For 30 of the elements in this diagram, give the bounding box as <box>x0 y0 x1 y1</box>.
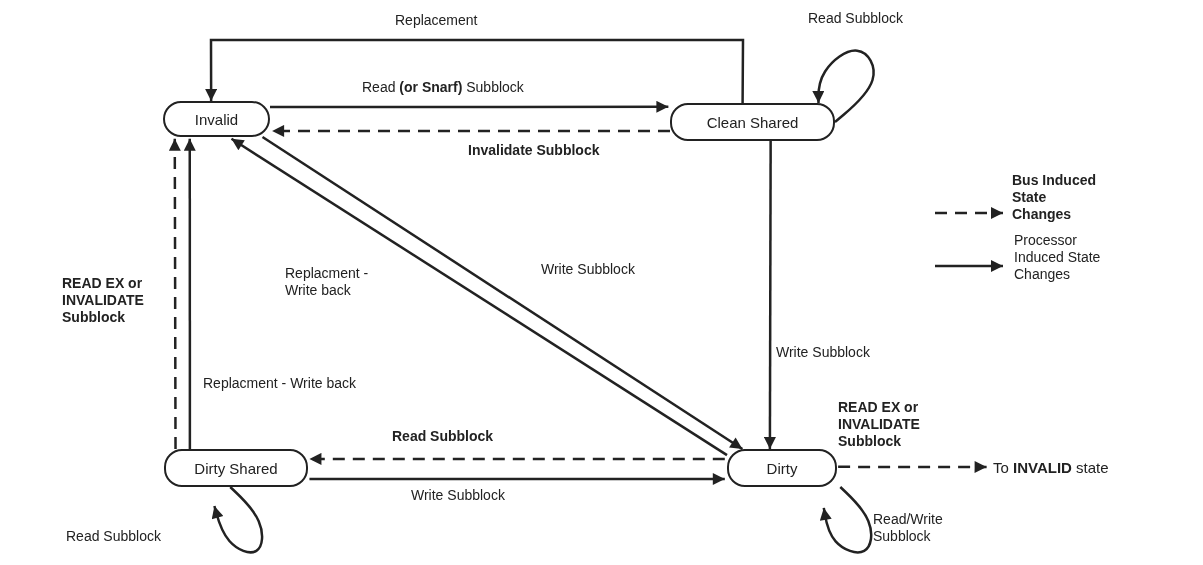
state-box <box>727 449 837 487</box>
transition-arrow <box>205 38 745 103</box>
transition-arrow <box>838 461 987 473</box>
state-name: Dirty Shared <box>194 459 278 477</box>
target-state-text: To INVALID state <box>993 458 1109 476</box>
edge-label: Replacment - Write back <box>203 375 356 392</box>
edge-label: Read/Write Subblock <box>873 511 944 545</box>
state-box <box>670 103 835 141</box>
state-name: Clean Shared <box>706 113 799 131</box>
edge-label: READ EX or INVALIDATE Subblock <box>62 275 145 326</box>
transition-arrow <box>272 124 670 137</box>
legend-text: Bus Induced State Changes <box>1012 172 1097 223</box>
transition-arrow <box>270 100 669 113</box>
transition-arrow <box>183 138 196 449</box>
self-loop-arrow <box>211 486 264 554</box>
self-loop-arrow <box>819 486 873 554</box>
edge-label: Read (or Snarf) Subblock <box>362 79 524 96</box>
state-name: Invalid <box>194 110 239 128</box>
edge-label: Replacment - Write back <box>285 265 370 299</box>
transition-arrow <box>309 473 725 485</box>
state-name: Dirty <box>766 459 798 477</box>
transition-arrow <box>309 452 725 465</box>
transition-arrow <box>763 141 776 449</box>
self-loop-arrow <box>812 49 875 123</box>
legend-text: Processor Induced State Changes <box>1014 232 1102 283</box>
edge-label: Replacement <box>395 12 478 29</box>
edge-label: READ EX or INVALIDATE Subblock <box>838 399 921 450</box>
state-box <box>164 449 308 487</box>
state-box <box>163 101 270 137</box>
transition-arrow <box>168 138 181 449</box>
